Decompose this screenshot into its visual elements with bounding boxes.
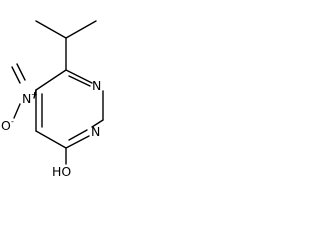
charge-label-nitro-o: - xyxy=(11,117,14,126)
bond-nitro-n-to-o-upper-double xyxy=(16,63,26,81)
bond-c6-c5-top xyxy=(35,69,67,91)
bond-isopropyl-methyl-left xyxy=(35,20,67,39)
atom-label-n-top: N xyxy=(92,78,101,93)
atom-label-nitro-n: N xyxy=(22,91,31,106)
bond-nitro-n-to-o-minus xyxy=(13,103,21,119)
bond-c4-c5 xyxy=(35,130,67,149)
bond-n3-c4-double xyxy=(68,129,88,141)
chemical-structure-diagram: N N N + O - HO xyxy=(1,20,104,179)
bond-c6-n1-double xyxy=(68,75,91,87)
atom-label-n-bottom: N xyxy=(91,124,100,139)
bond-ring-to-nitro xyxy=(33,89,37,99)
atom-label-nitro-o: O xyxy=(1,118,11,133)
bond-c6-n1 xyxy=(65,69,93,84)
bond-isopropyl-methyl-right xyxy=(65,20,97,39)
charge-label-nitro-n: + xyxy=(31,90,38,99)
bond-c2-n3 xyxy=(91,119,104,128)
atom-label-hydroxyl: HO xyxy=(52,164,71,179)
bond-nitro-n-to-o-upper xyxy=(11,66,21,84)
bond-n3-c4 xyxy=(65,135,90,149)
